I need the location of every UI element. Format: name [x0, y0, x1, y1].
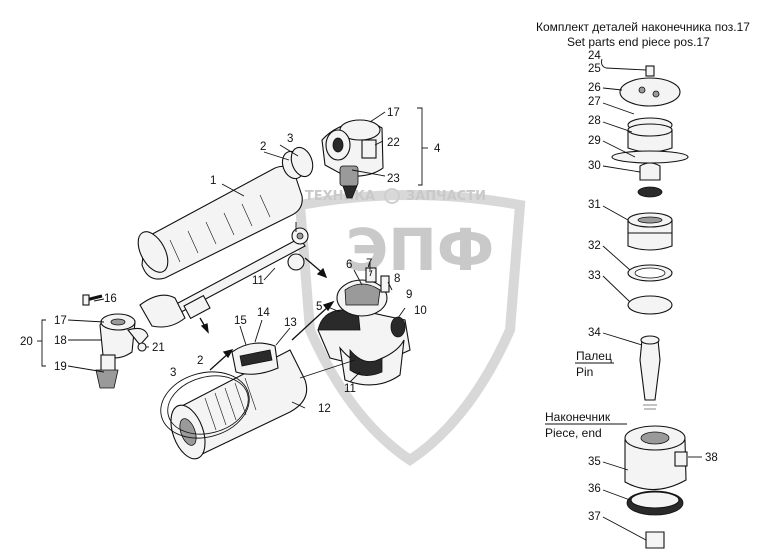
part-21-nut: [137, 342, 147, 352]
watermark-text-right: ЗАПЧАСТИ: [406, 189, 486, 204]
part-17-head-top: [321, 119, 384, 199]
callout-16: 16: [104, 293, 117, 305]
callout-31: 31: [588, 199, 601, 211]
callout-36: 36: [588, 483, 601, 495]
callout-35: 35: [588, 456, 601, 468]
part-1-boot: [137, 165, 303, 280]
kit-title-ru: Комплект деталей наконечника поз.17: [536, 20, 750, 34]
callout-2: 2: [260, 141, 266, 153]
part-3-ring-lower: [160, 371, 250, 439]
callout-33: 33: [588, 270, 601, 282]
callout-11-shaft: 11: [252, 275, 264, 287]
callout-5: 5: [316, 301, 322, 313]
part-34-pin: [639, 339, 661, 401]
part-18-end-piece: [95, 313, 149, 389]
callouts-main: 1 2 3 4 17 22 23 11 6 7 8 9 10 5 11 12 1…: [20, 107, 441, 415]
part-2-clamp-lower: [167, 375, 249, 435]
pin-caption-en: Pin: [576, 365, 593, 379]
part-26-plate: [619, 77, 681, 107]
callout-37: 37: [588, 511, 601, 523]
callout-6: 6: [346, 259, 352, 271]
part-37-nut: [645, 531, 665, 549]
callout-13: 13: [284, 317, 297, 329]
kit-callouts: 24 25 26 27 28 29 30 31 32 33 34 35 36 3…: [588, 50, 718, 523]
callout-28: 28: [588, 115, 601, 127]
callout-9: 9: [406, 289, 412, 301]
part-30-spring: [639, 162, 661, 181]
callout-3-lower: 3: [170, 367, 176, 379]
part-31-bushing: [627, 219, 673, 251]
part-16-bolt: [82, 294, 103, 306]
callout-2-lower: 2: [197, 355, 203, 367]
callout-17-top: 17: [387, 107, 400, 119]
watermark: ЭПФ ТЕХНИКА ЗАПЧАСТИ: [294, 188, 526, 467]
part-29-disc: [611, 150, 689, 164]
callout-19: 19: [54, 361, 67, 373]
callout-27: 27: [588, 96, 601, 108]
callout-12: 12: [318, 403, 331, 415]
callout-29: 29: [588, 135, 601, 147]
piece-caption-en: Piece, end: [545, 426, 602, 440]
callout-4: 4: [434, 143, 441, 155]
callout-23: 23: [387, 173, 400, 185]
callout-22: 22: [387, 137, 400, 149]
callout-20: 20: [20, 336, 33, 348]
callout-10: 10: [414, 305, 427, 317]
callout-15: 15: [234, 315, 247, 327]
kit-title-en: Set parts end piece pos.17: [567, 35, 710, 49]
kit-parts: [601, 58, 689, 549]
watermark-text-left: ТЕХНИКА: [305, 189, 375, 204]
callout-38: 38: [705, 452, 718, 464]
callout-30: 30: [588, 160, 601, 172]
piece-caption-ru: Наконечник: [545, 410, 611, 424]
kit-leaders: [545, 67, 702, 541]
callout-17-left: 17: [54, 315, 67, 327]
part-12-cylinder: [170, 349, 356, 460]
pin-caption-ru: Палец: [576, 349, 612, 363]
callout-18: 18: [54, 335, 67, 347]
callout-11-lower: 11: [344, 383, 356, 395]
leader-lines: [37, 107, 428, 409]
callout-3: 3: [287, 133, 293, 145]
part-24-screw: [645, 65, 655, 77]
callout-34: 34: [588, 327, 601, 339]
callout-24: 24: [588, 50, 601, 62]
part-5-housing: [317, 262, 411, 386]
callout-21: 21: [152, 342, 165, 354]
callout-1: 1: [210, 175, 216, 187]
callout-25: 25: [588, 63, 601, 75]
part-33-washer: [627, 295, 673, 315]
part-11-shaft: [139, 222, 309, 328]
callout-8: 8: [394, 273, 400, 285]
callout-26: 26: [588, 82, 601, 94]
callout-32: 32: [588, 240, 601, 252]
callout-14: 14: [257, 307, 270, 319]
part-14-clip: [231, 342, 279, 375]
assembly-arrows: [199, 257, 335, 371]
callout-7: 7: [366, 258, 372, 270]
